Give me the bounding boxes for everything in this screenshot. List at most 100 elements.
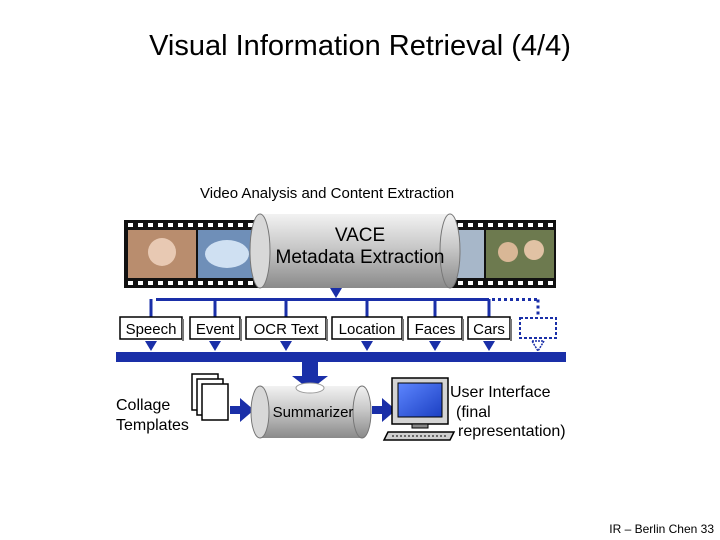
film-sprocket-hole (518, 223, 523, 227)
film-sprocket-hole (458, 223, 463, 227)
film-sprocket-hole (458, 281, 463, 285)
extractor-label-event: Event (196, 321, 235, 338)
summarizer-right-cap (352, 385, 372, 439)
film-sprocket-hole (528, 223, 533, 227)
extractor-output-arrow (280, 341, 292, 351)
film-sprocket-hole (188, 223, 193, 227)
summarizer-cylinder: Summarizer (250, 382, 372, 439)
film-sprocket-hole (188, 281, 193, 285)
summarizer-top-inlet (295, 382, 325, 394)
film-sprocket-hole (158, 223, 163, 227)
vace-cylinder-left-cap (249, 213, 271, 289)
extractor-box-shadow (240, 319, 242, 341)
film-sprocket-hole (228, 281, 233, 285)
film-sprocket-hole (208, 223, 213, 227)
summarizer-output-arrow (372, 398, 396, 422)
vace-cylinder: VACE Metadata Extraction (249, 213, 461, 289)
film-sprocket-hole (138, 223, 143, 227)
film-sprocket-hole (238, 281, 243, 285)
film-sprocket-hole (518, 281, 523, 285)
extractor-feed-line (213, 299, 217, 317)
film-sprocket-hole (138, 281, 143, 285)
film-sprocket-hole (548, 223, 553, 227)
slide-title: Visual Information Retrieval (4/4) (149, 30, 571, 62)
template-page-1 (201, 383, 229, 421)
extractor-label-cars: Cars (473, 321, 505, 338)
film-sprocket-hole (178, 223, 183, 227)
distribution-bus (156, 298, 540, 316)
extractor-box-shadow (402, 319, 404, 341)
templates-label: Templates (116, 417, 189, 434)
summarizer-body (260, 386, 362, 438)
representation-label: representation) (458, 423, 566, 440)
film-sprocket-hole (478, 281, 483, 285)
film-sprocket-hole (128, 223, 133, 227)
extractor-output-arrow (361, 341, 373, 351)
extractor-output-arrow (209, 341, 221, 351)
extractor-output-arrow (483, 341, 495, 351)
vace-cylinder-body (260, 214, 450, 288)
extractor-box-shadow (462, 319, 464, 341)
extractor-label-faces: Faces (415, 321, 456, 338)
keyboard (382, 431, 456, 441)
film-sprocket-hole (538, 281, 543, 285)
film-sprocket-hole (228, 223, 233, 227)
monitor-stand (411, 423, 429, 429)
video-frame-4-face (498, 242, 518, 262)
film-sprocket-hole (508, 281, 513, 285)
extractor-feed-line (284, 299, 288, 317)
empty-extractor-arrow (530, 340, 546, 353)
extractor-output-arrow (429, 341, 441, 351)
final-label: (final (456, 404, 491, 421)
collage-templates: Collage Templates (116, 373, 229, 434)
film-sprocket-hole (128, 281, 133, 285)
collage-label: Collage (116, 397, 170, 414)
extractor-box-shadow (510, 319, 512, 341)
film-sprocket-hole (168, 281, 173, 285)
extractor-label-location: Location (339, 321, 396, 338)
user-interface-label: User Interface (450, 384, 551, 401)
extractor-label-ocr-text: OCR Text (254, 321, 320, 338)
vace-cylinder-right-cap (439, 213, 461, 289)
extractor-feed-line (365, 299, 369, 317)
computer-icon (382, 377, 456, 441)
summarizer-label: Summarizer (273, 404, 354, 421)
figure-caption: Video Analysis and Content Extraction (200, 185, 455, 202)
extractor-feed-line (487, 299, 491, 317)
vace-label: VACE (335, 225, 385, 246)
extractor-box-shadow (182, 319, 184, 341)
video-frame-4 (486, 230, 554, 278)
film-sprocket-hole (158, 281, 163, 285)
film-sprocket-hole (498, 281, 503, 285)
film-sprocket-hole (488, 281, 493, 285)
film-sprocket-hole (488, 223, 493, 227)
extractor-feed-line (433, 299, 437, 317)
vace-output-arrow (330, 288, 342, 298)
extractor-output-arrow (145, 341, 157, 351)
extractor-box-shadow (326, 319, 328, 341)
metadata-extraction-label: Metadata Extraction (276, 247, 445, 268)
film-sprocket-hole (248, 223, 253, 227)
film-sprocket-hole (498, 223, 503, 227)
film-sprocket-hole (218, 223, 223, 227)
film-sprocket-hole (198, 281, 203, 285)
templates-arrow (230, 398, 254, 422)
film-sprocket-hole (218, 281, 223, 285)
film-sprocket-hole (468, 281, 473, 285)
video-frame-2-cloud (205, 240, 249, 268)
film-sprocket-hole (538, 223, 543, 227)
monitor-screen (397, 382, 443, 418)
film-sprocket-hole (148, 223, 153, 227)
collection-bus (116, 352, 566, 362)
film-sprocket-hole (248, 281, 253, 285)
extractor-feed-line (149, 299, 153, 317)
summarizer-left-cap (250, 385, 270, 439)
film-sprocket-hole (468, 223, 473, 227)
film-sprocket-hole (168, 223, 173, 227)
film-sprocket-hole (508, 223, 513, 227)
slide-footer: IR – Berlin Chen 33 (609, 522, 714, 536)
film-sprocket-hole (198, 223, 203, 227)
film-sprocket-hole (548, 281, 553, 285)
